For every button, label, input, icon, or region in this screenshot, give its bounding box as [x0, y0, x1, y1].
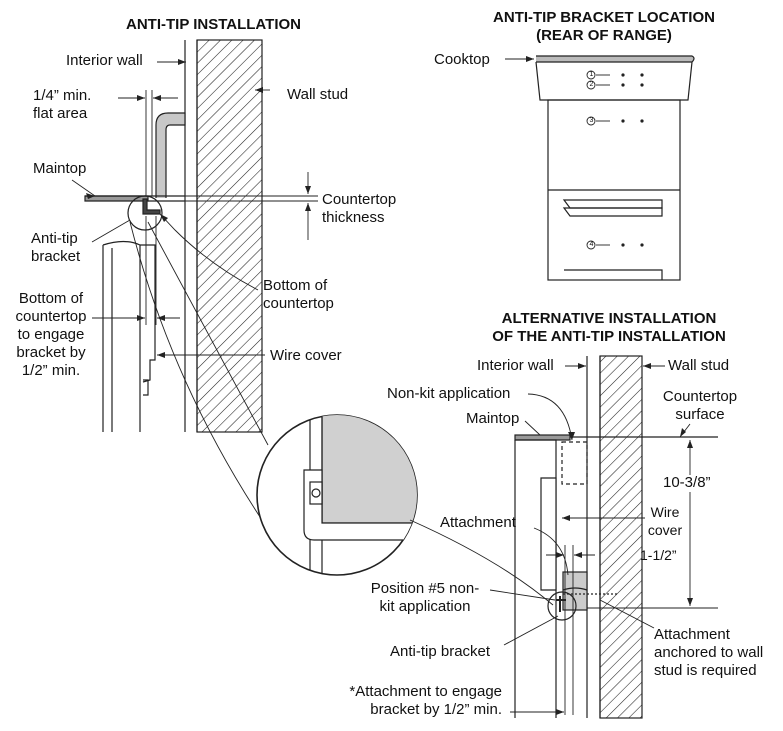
alternative-title-line2: OF THE ANTI-TIP INSTALLATION — [492, 328, 726, 345]
engage-label: Bottom of countertop to engage bracket b… — [5, 290, 97, 380]
attachment-engage-label: *Attachment to engage bracket by 1/2” mi… — [330, 683, 502, 719]
alt-anti-tip-bracket-label: Anti-tip bracket — [390, 643, 491, 660]
bracket-location-title-line2: (REAR OF RANGE) — [536, 27, 672, 44]
anti-tip-installation-title: ANTI-TIP INSTALLATION — [126, 16, 301, 33]
alternative-installation-title: ALTERNATIVE INSTALLATION OF THE ANTI-TIP… — [478, 310, 740, 346]
engage-line1: Bottom of — [18, 290, 84, 307]
bottom-of-countertop-line1: Bottom of — [263, 277, 328, 294]
zoom-detail-circle — [256, 414, 418, 576]
attachment-engage-line1: *Attachment to engage — [349, 683, 502, 700]
anti-tip-installation-drawing — [71, 39, 318, 551]
bracket-location-title-line1: ANTI-TIP BRACKET LOCATION — [493, 9, 715, 26]
engage-line5: 1/2” min. — [21, 362, 81, 379]
attachment-label: Attachment — [440, 514, 516, 531]
offset-dimension-label: 1-1/2” — [640, 547, 677, 563]
interior-wall-label: Interior wall — [66, 52, 143, 69]
anchored-line3: stud is required — [654, 662, 757, 679]
alt-wall-stud-label: Wall stud — [668, 357, 730, 374]
anchored-label: Attachment anchored to wall stud is requ… — [654, 626, 763, 680]
countertop-surface-line1: Countertop — [662, 388, 738, 405]
attachment-engage-line2: bracket by 1/2” min. — [370, 701, 502, 718]
wire-cover — [155, 112, 186, 198]
non-kit-dashed-box — [561, 441, 588, 485]
wall-stud — [196, 39, 263, 433]
engage-line2: countertop — [15, 308, 87, 325]
engage-line3: to engage — [17, 326, 85, 343]
countertop-surface-label: Countertop surface — [650, 388, 750, 424]
bottom-of-countertop-label: Bottom of countertop — [263, 277, 334, 313]
cooktop-label: Cooktop — [434, 51, 490, 68]
position-1-label: 1 — [589, 71, 594, 78]
flat-area-label-line1: 1/4” min. — [33, 87, 92, 104]
alt-bracket-circle — [547, 591, 577, 621]
anti-tip-bracket-line2: bracket — [31, 248, 81, 265]
countertop-thickness-line1: Countertop — [322, 191, 397, 208]
position5-line1: Position #5 non- — [370, 580, 480, 597]
position-2-label: 2 — [589, 81, 594, 88]
alt-arrows — [556, 363, 693, 715]
bracket-location-title: ANTI-TIP BRACKET LOCATION (REAR OF RANGE… — [478, 9, 730, 45]
cooktop-edge — [536, 55, 695, 63]
wire-cover-label: Wire cover — [270, 347, 342, 364]
attachment-block — [562, 571, 588, 611]
range-body — [102, 240, 141, 432]
bottom-of-countertop-line2: countertop — [263, 295, 334, 312]
alt-wire-cover-line1: Wire — [650, 504, 680, 520]
flat-area-label: 1/4” min. flat area — [33, 87, 91, 123]
countertop-surface-line2: surface — [675, 406, 725, 423]
flat-area-label-line2: flat area — [33, 105, 88, 122]
alt-wire-cover-line2: cover — [647, 522, 683, 538]
engage-line4: bracket by — [16, 344, 86, 361]
countertop-thickness-label: Countertop thickness — [322, 191, 396, 227]
position-3-label: 3 — [589, 117, 594, 124]
rear-of-range-drawing — [505, 55, 695, 281]
bracket-circle — [127, 195, 163, 231]
anchored-line1: Attachment — [654, 626, 730, 643]
left-arrows — [86, 59, 311, 358]
wall-stud-label: Wall stud — [287, 86, 349, 103]
alt-wall-stud — [599, 355, 643, 719]
anti-tip-bracket-label: Anti-tip bracket — [31, 230, 80, 266]
alternative-title-line1: ALTERNATIVE INSTALLATION — [501, 310, 717, 327]
position5-label: Position #5 non- kit application — [360, 580, 490, 616]
position-markers — [586, 70, 610, 250]
anti-tip-bracket — [142, 198, 161, 215]
anti-tip-bracket-line1: Anti-tip — [31, 230, 78, 247]
alternative-installation-drawing — [409, 355, 718, 719]
alt-maintop-label: Maintop — [466, 410, 520, 427]
height-dimension-label: 10-3/8” — [663, 474, 711, 491]
position-4-label: 4 — [589, 241, 594, 248]
position5-line2: kit application — [379, 598, 471, 615]
maintop-label: Maintop — [33, 160, 87, 177]
countertop-thickness-line2: thickness — [322, 209, 385, 226]
non-kit-application-label: Non-kit application — [387, 385, 511, 402]
anchored-line2: anchored to wall — [654, 644, 764, 661]
alt-wire-cover-label: Wire cover — [640, 503, 690, 539]
alt-interior-wall-label: Interior wall — [477, 357, 554, 374]
